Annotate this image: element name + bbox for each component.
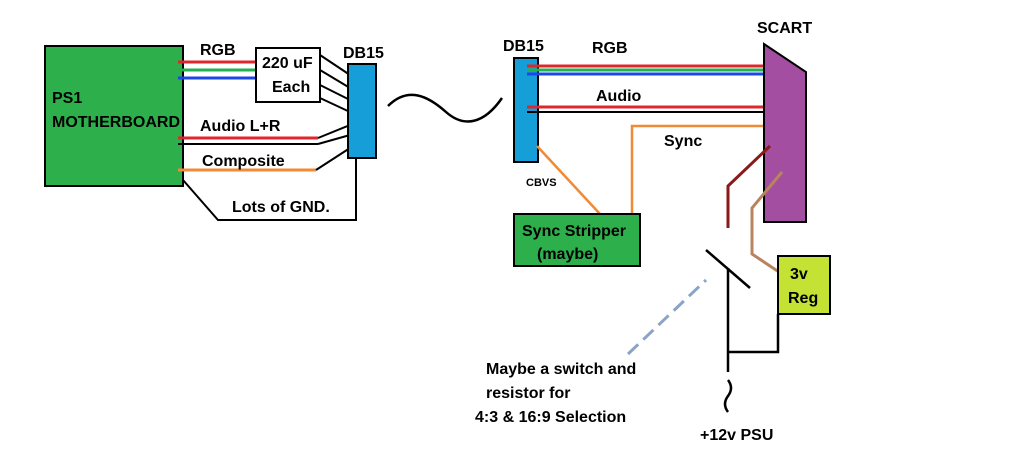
regulator-wire bbox=[750, 171, 789, 280]
annotation-line3: 4:3 & 16:9 Selection bbox=[475, 409, 626, 426]
regulator-ground-wire bbox=[728, 314, 780, 354]
sync-stripper: Sync Stripper (maybe) bbox=[513, 213, 641, 267]
sync-label: Sync bbox=[664, 133, 702, 150]
rgb-label-left: RGB bbox=[200, 42, 236, 59]
regulator-label-line1: 3v bbox=[790, 266, 808, 283]
db15-connector-left bbox=[347, 63, 377, 159]
capacitor-label-line2: Each bbox=[272, 79, 310, 96]
gnd-label: Lots of GND. bbox=[232, 199, 330, 216]
cbvs-wire bbox=[536, 145, 601, 215]
audio-label-right: Audio bbox=[596, 88, 642, 105]
rgb-wires-right bbox=[527, 64, 776, 76]
rgb-wires-left bbox=[178, 60, 256, 80]
sync-wire bbox=[630, 124, 776, 214]
scart-connector bbox=[763, 42, 807, 223]
audio-lr-label: Audio L+R bbox=[200, 118, 281, 135]
capacitor-outline bbox=[255, 47, 321, 103]
scart-label: SCART bbox=[757, 20, 812, 37]
cbvs-label: CBVS bbox=[526, 177, 557, 189]
motherboard-label-line2: MOTHERBOARD bbox=[52, 114, 180, 131]
ps1-motherboard: PS1 MOTHERBOARD bbox=[44, 45, 184, 187]
composite-wire bbox=[178, 147, 351, 172]
regulator-box bbox=[777, 255, 831, 315]
db15-label-right: DB15 bbox=[503, 38, 544, 55]
motherboard-label-line1: PS1 bbox=[52, 90, 82, 107]
capacitor-label-line1: 220 uF bbox=[262, 55, 313, 72]
audio-wires-left bbox=[178, 124, 351, 145]
voltage-regulator: 3v Reg bbox=[777, 255, 831, 315]
motherboard-box bbox=[44, 45, 184, 187]
regulator-label-line2: Reg bbox=[788, 290, 818, 307]
psu-break-symbol bbox=[723, 379, 733, 413]
sync-stripper-box bbox=[513, 213, 641, 267]
sync-stripper-label-line2: (maybe) bbox=[537, 246, 598, 263]
psu-label: +12v PSU bbox=[700, 427, 773, 444]
composite-label: Composite bbox=[202, 153, 285, 170]
audio-wires-right bbox=[527, 105, 776, 113]
rgb-label-right: RGB bbox=[592, 40, 628, 57]
cap-to-db15-wires bbox=[319, 54, 351, 113]
annotation-dashed-line bbox=[626, 278, 708, 356]
annotation-line2: resistor for bbox=[486, 385, 570, 402]
sync-stripper-label-line1: Sync Stripper bbox=[522, 223, 626, 240]
ground-wire bbox=[182, 158, 357, 221]
db15-label-left: DB15 bbox=[343, 45, 384, 62]
capacitor-box: 220 uF Each bbox=[255, 47, 321, 103]
switch-wire bbox=[726, 144, 772, 228]
cable-squiggle bbox=[387, 93, 504, 123]
annotation-line1: Maybe a switch and bbox=[486, 361, 636, 378]
